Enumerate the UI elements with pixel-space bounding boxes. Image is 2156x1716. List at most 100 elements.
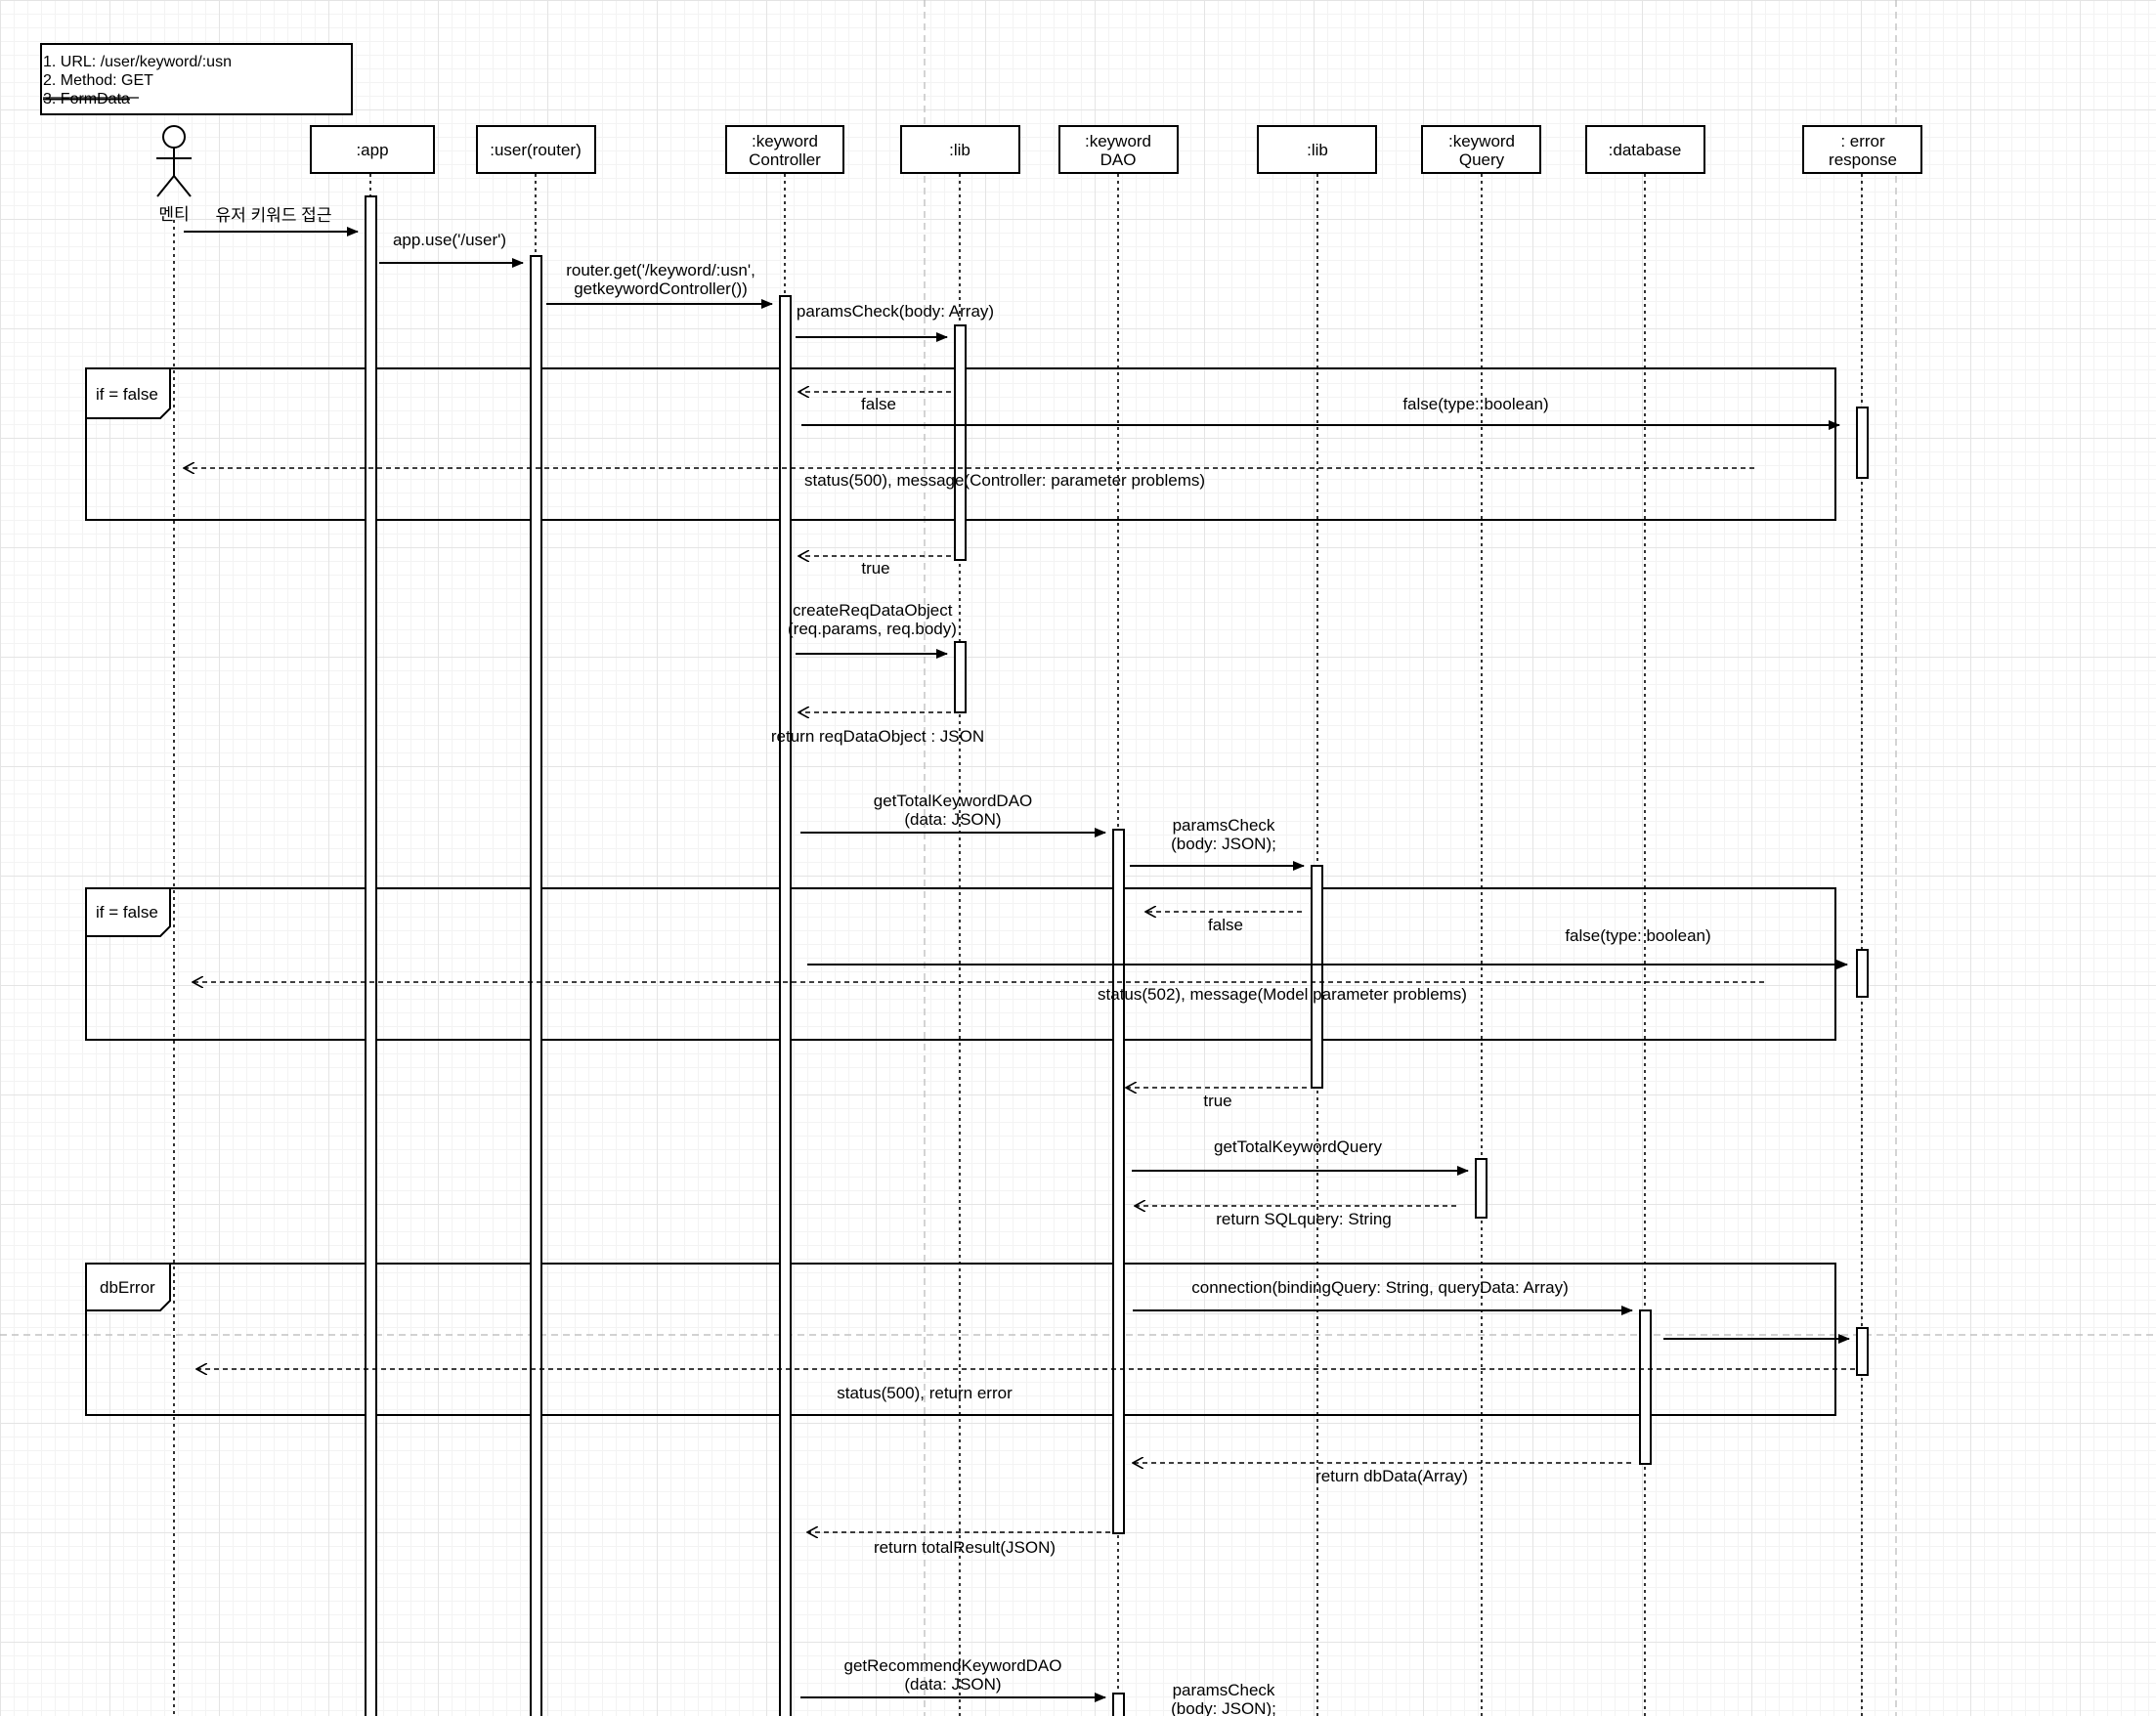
message-label-line1: getTotalKeywordDAO bbox=[874, 792, 1033, 810]
activations bbox=[365, 195, 1869, 1716]
activation-error-3 bbox=[1856, 1327, 1869, 1376]
message-label-line2: (body: JSON); bbox=[1171, 835, 1276, 853]
message-get-total-keyword-query[interactable]: getTotalKeywordQuery bbox=[1132, 1137, 1469, 1176]
participant-label: :lib bbox=[949, 141, 970, 159]
return-sql-query[interactable]: return SQLquery: String bbox=[1135, 1206, 1456, 1228]
fragment-label: dbError bbox=[100, 1278, 155, 1297]
return-label: status(502), message(Model parameter pro… bbox=[1098, 985, 1467, 1004]
message-label: false(type: boolean) bbox=[1402, 395, 1548, 413]
participant-keyword-query[interactable]: :keyword Query bbox=[1421, 125, 1541, 174]
participant-label-line2: response bbox=[1829, 150, 1897, 169]
participant-lib-1[interactable]: :lib bbox=[900, 125, 1020, 174]
actor-label: 멘티 bbox=[158, 205, 189, 224]
message-connection[interactable]: connection(bindingQuery: String, queryDa… bbox=[1133, 1278, 1633, 1315]
participant-error-response[interactable]: : error response bbox=[1802, 125, 1922, 174]
return-label: false bbox=[1208, 916, 1243, 934]
fragment-label: if = false bbox=[96, 385, 158, 404]
participant-label: :app bbox=[356, 141, 388, 159]
message-params-check-recommend[interactable]: paramsCheck (body: JSON); bbox=[1171, 1681, 1276, 1716]
message-label-line1: paramsCheck bbox=[1173, 1681, 1275, 1699]
message-app-use[interactable]: app.use('/user') bbox=[379, 231, 524, 268]
message-label-line1: paramsCheck bbox=[1173, 816, 1275, 835]
participant-label: :lib bbox=[1307, 141, 1328, 159]
lifelines bbox=[173, 174, 1863, 1716]
participant-label-line1: :keyword bbox=[752, 132, 818, 150]
message-label: connection(bindingQuery: String, queryDa… bbox=[1191, 1278, 1569, 1297]
message-label: app.use('/user') bbox=[393, 231, 506, 249]
return-status-502-model[interactable]: status(502), message(Model parameter pro… bbox=[193, 982, 1764, 1004]
return-label: true bbox=[861, 559, 889, 578]
return-label: return SQLquery: String bbox=[1216, 1210, 1392, 1228]
participant-app[interactable]: :app bbox=[310, 125, 435, 174]
request-note[interactable]: 1. URL: /user/keyword/:usn 2. Method: GE… bbox=[40, 43, 353, 115]
message-get-recommend-keyword-dao[interactable]: getRecommendKeywordDAO (data: JSON) bbox=[800, 1656, 1106, 1702]
participant-lib-2[interactable]: :lib bbox=[1257, 125, 1377, 174]
participant-label-line2: Controller bbox=[749, 150, 821, 169]
message-label-line1: router.get('/keyword/:usn', bbox=[566, 261, 755, 279]
return-label: return totalResult(JSON) bbox=[874, 1538, 1056, 1557]
message-label-line1: createReqDataObject bbox=[793, 601, 953, 620]
message-label: paramsCheck(body: Array) bbox=[797, 302, 994, 321]
message-label: false(type: boolean) bbox=[1565, 926, 1710, 945]
activation-database bbox=[1639, 1309, 1652, 1465]
actor-mentee[interactable]: 멘티 bbox=[156, 125, 192, 224]
message-label: getTotalKeywordQuery bbox=[1214, 1137, 1382, 1156]
message-false-boolean-2[interactable]: false(type: boolean) bbox=[807, 926, 1848, 969]
activation-lib-paramscheck bbox=[954, 324, 967, 561]
message-label-line2: (req.params, req.body) bbox=[788, 620, 957, 638]
activation-dao-2 bbox=[1112, 1693, 1125, 1716]
participant-label-line2: Query bbox=[1459, 150, 1505, 169]
message-router-get[interactable]: router.get('/keyword/:usn', getkeywordCo… bbox=[546, 261, 773, 309]
message-false-boolean-1[interactable]: false(type: boolean) bbox=[801, 395, 1840, 430]
return-label: true bbox=[1203, 1092, 1231, 1110]
participant-database[interactable]: :database bbox=[1585, 125, 1705, 174]
participant-label: :database bbox=[1609, 141, 1682, 159]
participant-label-line1: : error bbox=[1840, 132, 1885, 150]
activation-controller bbox=[779, 295, 792, 1716]
return-status-500-error[interactable]: status(500), return error bbox=[196, 1369, 1855, 1402]
participant-label: :user(router) bbox=[490, 141, 582, 159]
return-true-2[interactable]: true bbox=[1126, 1088, 1307, 1110]
message-label-line2: (body: JSON); bbox=[1171, 1699, 1276, 1716]
activation-error-2 bbox=[1856, 949, 1869, 998]
message-user-access[interactable]: 유저 키워드 접근 bbox=[184, 206, 359, 236]
activation-query bbox=[1475, 1158, 1488, 1219]
return-req-data-object[interactable]: return reqDataObject : JSON bbox=[771, 712, 984, 746]
message-label-line2: (data: JSON) bbox=[904, 810, 1001, 829]
message-get-total-keyword-dao[interactable]: getTotalKeywordDAO (data: JSON) bbox=[800, 792, 1106, 837]
activation-error-1 bbox=[1856, 407, 1869, 479]
note-line-method: 2. Method: GET bbox=[43, 72, 153, 89]
participant-keyword-dao[interactable]: :keyword DAO bbox=[1058, 125, 1179, 174]
message-create-req-data-object[interactable]: createReqDataObject (req.params, req.bod… bbox=[788, 601, 957, 659]
return-label: status(500), return error bbox=[837, 1384, 1013, 1402]
participant-label-line1: :keyword bbox=[1085, 132, 1151, 150]
return-label: return dbData(Array) bbox=[1315, 1467, 1468, 1485]
stick-figure-icon bbox=[156, 125, 192, 197]
return-status-500-controller[interactable]: status(500), message(Controller: paramet… bbox=[184, 468, 1754, 490]
return-true-1[interactable]: true bbox=[798, 556, 951, 578]
return-label: status(500), message(Controller: paramet… bbox=[804, 471, 1205, 490]
activation-router bbox=[530, 255, 542, 1716]
activation-dao bbox=[1112, 829, 1125, 1534]
message-label-line2: (data: JSON) bbox=[904, 1675, 1001, 1694]
activation-lib2-paramscheck bbox=[1311, 865, 1323, 1089]
message-label-line1: getRecommendKeywordDAO bbox=[844, 1656, 1062, 1675]
return-false-1[interactable]: false bbox=[798, 392, 951, 413]
fragment-label: if = false bbox=[96, 903, 158, 922]
message-params-check[interactable]: paramsCheck(body: Array) bbox=[796, 302, 994, 342]
return-false-2[interactable]: false bbox=[1145, 912, 1302, 934]
return-label: return reqDataObject : JSON bbox=[771, 727, 984, 746]
participant-user-router[interactable]: :user(router) bbox=[476, 125, 596, 174]
message-params-check-dao[interactable]: paramsCheck (body: JSON); bbox=[1130, 816, 1305, 871]
participant-keyword-controller[interactable]: :keyword Controller bbox=[725, 125, 844, 174]
participant-label-line1: :keyword bbox=[1448, 132, 1515, 150]
return-total-result[interactable]: return totalResult(JSON) bbox=[807, 1532, 1110, 1557]
activation-lib-createreq bbox=[954, 641, 967, 713]
activation-app bbox=[365, 195, 377, 1716]
message-label: 유저 키워드 접근 bbox=[216, 206, 332, 225]
return-db-data[interactable]: return dbData(Array) bbox=[1133, 1463, 1631, 1485]
note-line-url: 1. URL: /user/keyword/:usn bbox=[43, 54, 232, 70]
message-label-line2: getkeywordController()) bbox=[574, 279, 748, 298]
